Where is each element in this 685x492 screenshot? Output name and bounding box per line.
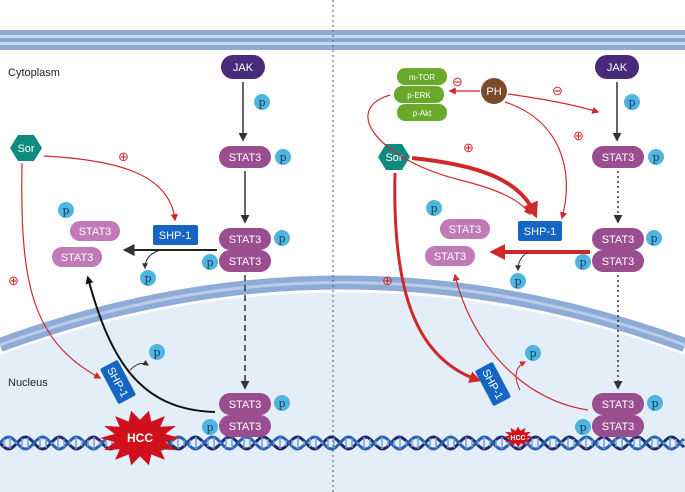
left-hcc-burst: HCC	[100, 410, 180, 466]
svg-text:p: p	[153, 346, 160, 359]
svg-text:HCC: HCC	[127, 431, 153, 445]
right-p-released: p	[510, 273, 526, 289]
svg-text:p: p	[430, 202, 437, 215]
right-stat3-p: STAT3 p	[592, 146, 664, 168]
svg-text:STAT3: STAT3	[602, 152, 635, 164]
right-jak: JAK	[595, 55, 639, 79]
svg-text:PH: PH	[486, 86, 501, 98]
svg-text:p: p	[206, 256, 213, 269]
left-plus-1: ⊕	[118, 149, 129, 164]
right-minus-2: ⊖	[552, 83, 563, 98]
right-arrow-sor-shp1	[411, 156, 538, 219]
right-plus-complex: ⊕	[463, 140, 474, 155]
svg-text:p: p	[651, 397, 658, 410]
right-plus-ph: ⊕	[573, 128, 584, 143]
svg-text:p: p	[650, 232, 657, 245]
right-sor: Sor	[378, 144, 410, 170]
left-arrow-export	[85, 275, 216, 413]
svg-text:p-Akt: p-Akt	[413, 109, 432, 118]
left-plus-2: ⊕	[8, 273, 19, 288]
right-mtor-complex: m-TOR p-ERK p-Akt	[394, 68, 447, 121]
svg-text:STAT3: STAT3	[229, 399, 262, 411]
left-stat3-dimer: STAT3 p STAT3 p	[202, 228, 290, 272]
right-arrow-ph-shp1	[504, 101, 567, 220]
right-arrow-ph-jak	[507, 93, 600, 114]
right-arrow-p-release	[515, 251, 529, 272]
right-minus-1: ⊖	[452, 74, 463, 89]
svg-text:Sor: Sor	[385, 152, 402, 164]
svg-text:STAT3: STAT3	[229, 234, 262, 246]
svg-text:p: p	[206, 421, 213, 434]
svg-text:STAT3: STAT3	[602, 256, 635, 268]
svg-text:STAT3: STAT3	[229, 256, 262, 268]
left-shp1-cyto: SHP-1	[153, 225, 198, 245]
svg-text:p: p	[258, 96, 265, 109]
right-p-nuc: p	[525, 345, 541, 361]
right-shp1-nuc: SHP-1	[475, 362, 511, 406]
svg-text:JAK: JAK	[607, 62, 628, 74]
svg-text:p: p	[579, 256, 586, 269]
left-arrow-sor-shp1-nuc	[21, 162, 102, 379]
svg-text:p: p	[652, 151, 659, 164]
svg-text:JAK: JAK	[233, 62, 254, 74]
right-stat3-inactive: p STAT3 STAT3	[425, 200, 490, 266]
left-p-released: p	[140, 270, 156, 286]
right-arrow-export	[452, 273, 589, 411]
svg-text:STAT3: STAT3	[602, 399, 635, 411]
right-hcc-burst: HCC	[503, 426, 533, 448]
left-jak: JAK	[221, 55, 265, 79]
svg-text:p-ERK: p-ERK	[407, 91, 431, 100]
svg-text:STAT3: STAT3	[602, 421, 635, 433]
svg-text:p: p	[278, 397, 285, 410]
right-arrow-sor-shp1-nuc	[393, 172, 482, 383]
left-arrow-p-nuc	[129, 359, 150, 371]
svg-text:STAT3: STAT3	[61, 252, 94, 264]
left-stat3-dimer-nuc: STAT3 p STAT3 p	[202, 393, 290, 437]
svg-text:p: p	[514, 275, 521, 288]
cell-membrane	[0, 30, 685, 50]
right-plus-sor: ⊕	[382, 273, 393, 288]
left-p-nuc: p	[149, 344, 165, 360]
svg-text:p: p	[579, 421, 586, 434]
nucleus-label: Nucleus	[8, 377, 48, 389]
right-p-jak: p	[624, 94, 640, 110]
svg-text:HCC: HCC	[510, 435, 525, 442]
left-p-jak: p	[254, 94, 270, 110]
right-stat3-dimer: STAT3 p STAT3 p	[575, 228, 662, 272]
right-arrow-complex-shp1	[367, 94, 531, 216]
svg-text:p: p	[278, 232, 285, 245]
svg-text:SHP-1: SHP-1	[159, 230, 191, 242]
left-arrow-p-release	[142, 249, 161, 270]
svg-text:p: p	[62, 204, 69, 217]
svg-text:STAT3: STAT3	[602, 234, 635, 246]
left-stat3-p: STAT3 p	[219, 146, 291, 168]
svg-text:STAT3: STAT3	[449, 224, 482, 236]
svg-text:p: p	[144, 272, 151, 285]
left-sor: Sor	[10, 135, 42, 161]
nucleus-region	[0, 275, 685, 492]
left-stat3-inactive: p STAT3 STAT3	[52, 202, 120, 267]
right-arrow-p-nuc	[515, 361, 527, 391]
svg-text:p: p	[529, 347, 536, 360]
cytoplasm-label: Cytoplasm	[8, 67, 60, 79]
svg-text:SHP-1: SHP-1	[524, 226, 556, 238]
svg-text:m-TOR: m-TOR	[409, 73, 435, 82]
right-stat3-dimer-nuc: STAT3 p STAT3 p	[575, 393, 663, 437]
svg-text:STAT3: STAT3	[229, 421, 262, 433]
svg-text:p: p	[628, 96, 635, 109]
svg-text:Sor: Sor	[17, 143, 34, 155]
svg-text:STAT3: STAT3	[79, 226, 112, 238]
svg-text:STAT3: STAT3	[434, 251, 467, 263]
right-ph: PH	[481, 78, 507, 104]
svg-text:STAT3: STAT3	[229, 152, 262, 164]
right-shp1-cyto: SHP-1	[518, 221, 562, 241]
svg-text:p: p	[279, 151, 286, 164]
left-arrow-sor-shp1	[43, 155, 178, 222]
